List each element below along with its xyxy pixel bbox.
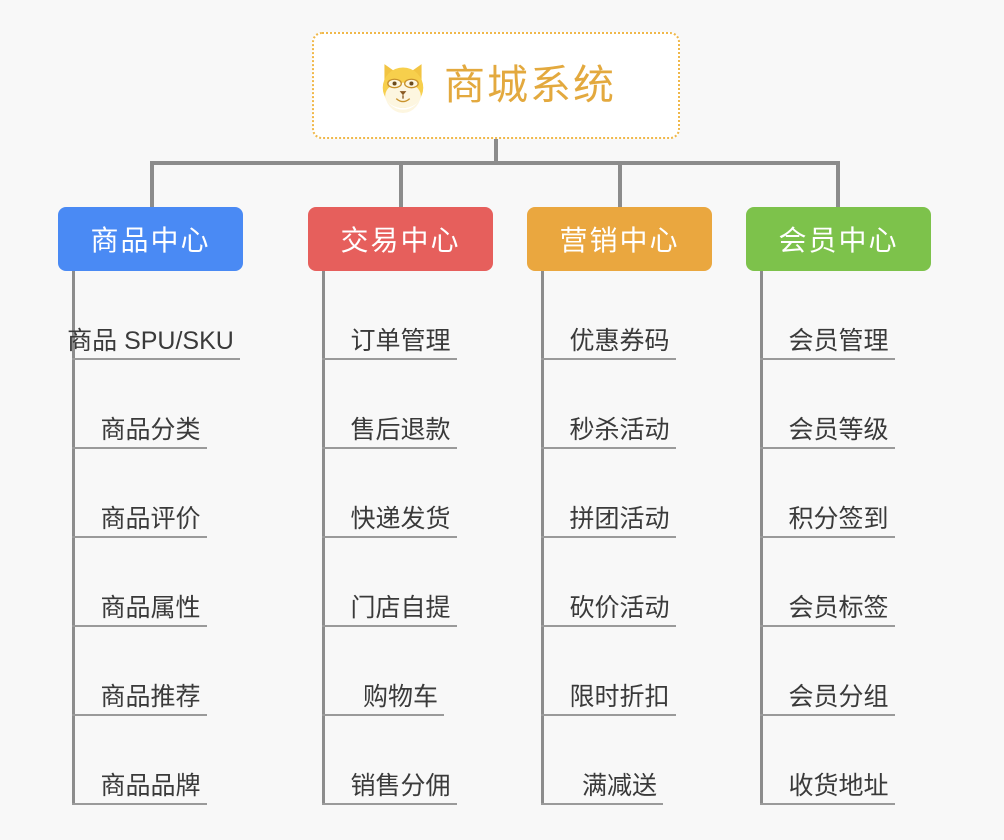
- leaf-item[interactable]: 商品属性: [58, 538, 243, 627]
- leaf-item-label: 限时折扣: [569, 683, 670, 711]
- leaf-item[interactable]: 收货地址: [746, 716, 931, 805]
- leaf-item-label: 优惠券码: [569, 327, 670, 355]
- leaf-item[interactable]: 拼团活动: [527, 449, 712, 538]
- connector-spine-marketing-center: [541, 271, 544, 805]
- connector-spine-member-center: [760, 271, 763, 805]
- leaf-item-rule: [760, 803, 895, 805]
- leaf-item-label: 商品推荐: [100, 683, 201, 711]
- leaf-item-label: 快递发货: [350, 505, 451, 533]
- category-items-product-center: 商品 SPU/SKU 商品分类商品评价商品属性商品推荐商品品牌: [58, 271, 243, 805]
- category-column-marketing-center: 营销中心优惠券码秒杀活动拼团活动砍价活动限时折扣满减送: [527, 207, 712, 805]
- leaf-item[interactable]: 商品推荐: [58, 627, 243, 716]
- leaf-item-label: 商品 SPU/SKU: [67, 327, 234, 355]
- leaf-item-rule: [322, 714, 444, 716]
- leaf-item[interactable]: 商品分类: [58, 360, 243, 449]
- leaf-item-rule: [760, 625, 895, 627]
- leaf-item[interactable]: 购物车: [308, 627, 493, 716]
- leaf-item-rule: [541, 625, 676, 627]
- leaf-item[interactable]: 售后退款: [308, 360, 493, 449]
- leaf-item-label: 门店自提: [350, 594, 451, 622]
- leaf-item-rule: [72, 714, 207, 716]
- leaf-item-label: 售后退款: [350, 416, 451, 444]
- leaf-item-rule: [72, 803, 207, 805]
- leaf-item[interactable]: 积分签到: [746, 449, 931, 538]
- leaf-item-label: 砍价活动: [569, 594, 670, 622]
- leaf-item-label: 会员等级: [788, 416, 889, 444]
- leaf-item[interactable]: 销售分佣: [308, 716, 493, 805]
- leaf-item-label: 会员管理: [788, 327, 889, 355]
- leaf-item-rule: [72, 625, 207, 627]
- leaf-item-label: 积分签到: [788, 505, 889, 533]
- leaf-item-label: 会员标签: [788, 594, 889, 622]
- leaf-item-rule: [72, 358, 240, 360]
- leaf-item-rule: [322, 447, 457, 449]
- leaf-item-label: 销售分佣: [350, 772, 451, 800]
- root-title: 商城系统: [444, 62, 616, 108]
- leaf-item[interactable]: 会员分组: [746, 627, 931, 716]
- leaf-item-rule: [760, 447, 895, 449]
- leaf-item-rule: [322, 358, 457, 360]
- connector-drop-4: [836, 161, 840, 207]
- leaf-item[interactable]: 会员等级: [746, 360, 931, 449]
- dog-face-icon: [376, 59, 430, 113]
- leaf-item-label: 购物车: [362, 683, 438, 711]
- category-items-marketing-center: 优惠券码秒杀活动拼团活动砍价活动限时折扣满减送: [527, 271, 712, 805]
- category-header-member-center[interactable]: 会员中心: [746, 207, 931, 271]
- leaf-item-rule: [322, 803, 457, 805]
- category-column-product-center: 商品中心商品 SPU/SKU 商品分类商品评价商品属性商品推荐商品品牌: [58, 207, 243, 805]
- leaf-item-rule: [541, 714, 676, 716]
- leaf-item-label: 订单管理: [350, 327, 451, 355]
- leaf-item[interactable]: 商品评价: [58, 449, 243, 538]
- leaf-item[interactable]: 会员标签: [746, 538, 931, 627]
- leaf-item-label: 收货地址: [788, 772, 889, 800]
- leaf-item-rule: [541, 447, 676, 449]
- leaf-item-rule: [541, 536, 676, 538]
- connector-root-stem: [494, 139, 498, 163]
- leaf-item-label: 商品品牌: [100, 772, 201, 800]
- leaf-item[interactable]: 秒杀活动: [527, 360, 712, 449]
- leaf-item-label: 商品分类: [100, 416, 201, 444]
- leaf-item[interactable]: 商品 SPU/SKU: [58, 271, 243, 360]
- leaf-item-rule: [72, 447, 207, 449]
- connector-drop-3: [618, 161, 622, 207]
- leaf-item[interactable]: 门店自提: [308, 538, 493, 627]
- connector-spine-product-center: [72, 271, 75, 805]
- category-items-member-center: 会员管理会员等级积分签到会员标签会员分组收货地址: [746, 271, 931, 805]
- leaf-item-rule: [760, 358, 895, 360]
- leaf-item-label: 拼团活动: [569, 505, 670, 533]
- category-column-member-center: 会员中心会员管理会员等级积分签到会员标签会员分组收货地址: [746, 207, 931, 805]
- leaf-item-rule: [760, 714, 895, 716]
- category-header-product-center[interactable]: 商品中心: [58, 207, 243, 271]
- leaf-item[interactable]: 满减送: [527, 716, 712, 805]
- category-items-trade-center: 订单管理售后退款快递发货门店自提购物车销售分佣: [308, 271, 493, 805]
- connector-spine-trade-center: [322, 271, 325, 805]
- category-header-trade-center[interactable]: 交易中心: [308, 207, 493, 271]
- leaf-item[interactable]: 砍价活动: [527, 538, 712, 627]
- leaf-item-label: 商品评价: [100, 505, 201, 533]
- leaf-item-rule: [72, 536, 207, 538]
- category-header-marketing-center[interactable]: 营销中心: [527, 207, 712, 271]
- leaf-item[interactable]: 快递发货: [308, 449, 493, 538]
- leaf-item-label: 满减送: [581, 772, 657, 800]
- leaf-item-label: 会员分组: [788, 683, 889, 711]
- connector-drop-2: [399, 161, 403, 207]
- leaf-item[interactable]: 限时折扣: [527, 627, 712, 716]
- connector-horizontal-bus: [150, 161, 838, 165]
- leaf-item-rule: [760, 536, 895, 538]
- leaf-item[interactable]: 订单管理: [308, 271, 493, 360]
- category-column-trade-center: 交易中心订单管理售后退款快递发货门店自提购物车销售分佣: [308, 207, 493, 805]
- root-node[interactable]: 商城系统: [312, 32, 680, 139]
- leaf-item-rule: [322, 625, 457, 627]
- leaf-item-rule: [541, 803, 663, 805]
- leaf-item[interactable]: 优惠券码: [527, 271, 712, 360]
- connector-drop-1: [150, 161, 154, 207]
- leaf-item[interactable]: 商品品牌: [58, 716, 243, 805]
- leaf-item-label: 商品属性: [100, 594, 201, 622]
- leaf-item-label: 秒杀活动: [569, 416, 670, 444]
- leaf-item-rule: [541, 358, 676, 360]
- leaf-item-rule: [322, 536, 457, 538]
- leaf-item[interactable]: 会员管理: [746, 271, 931, 360]
